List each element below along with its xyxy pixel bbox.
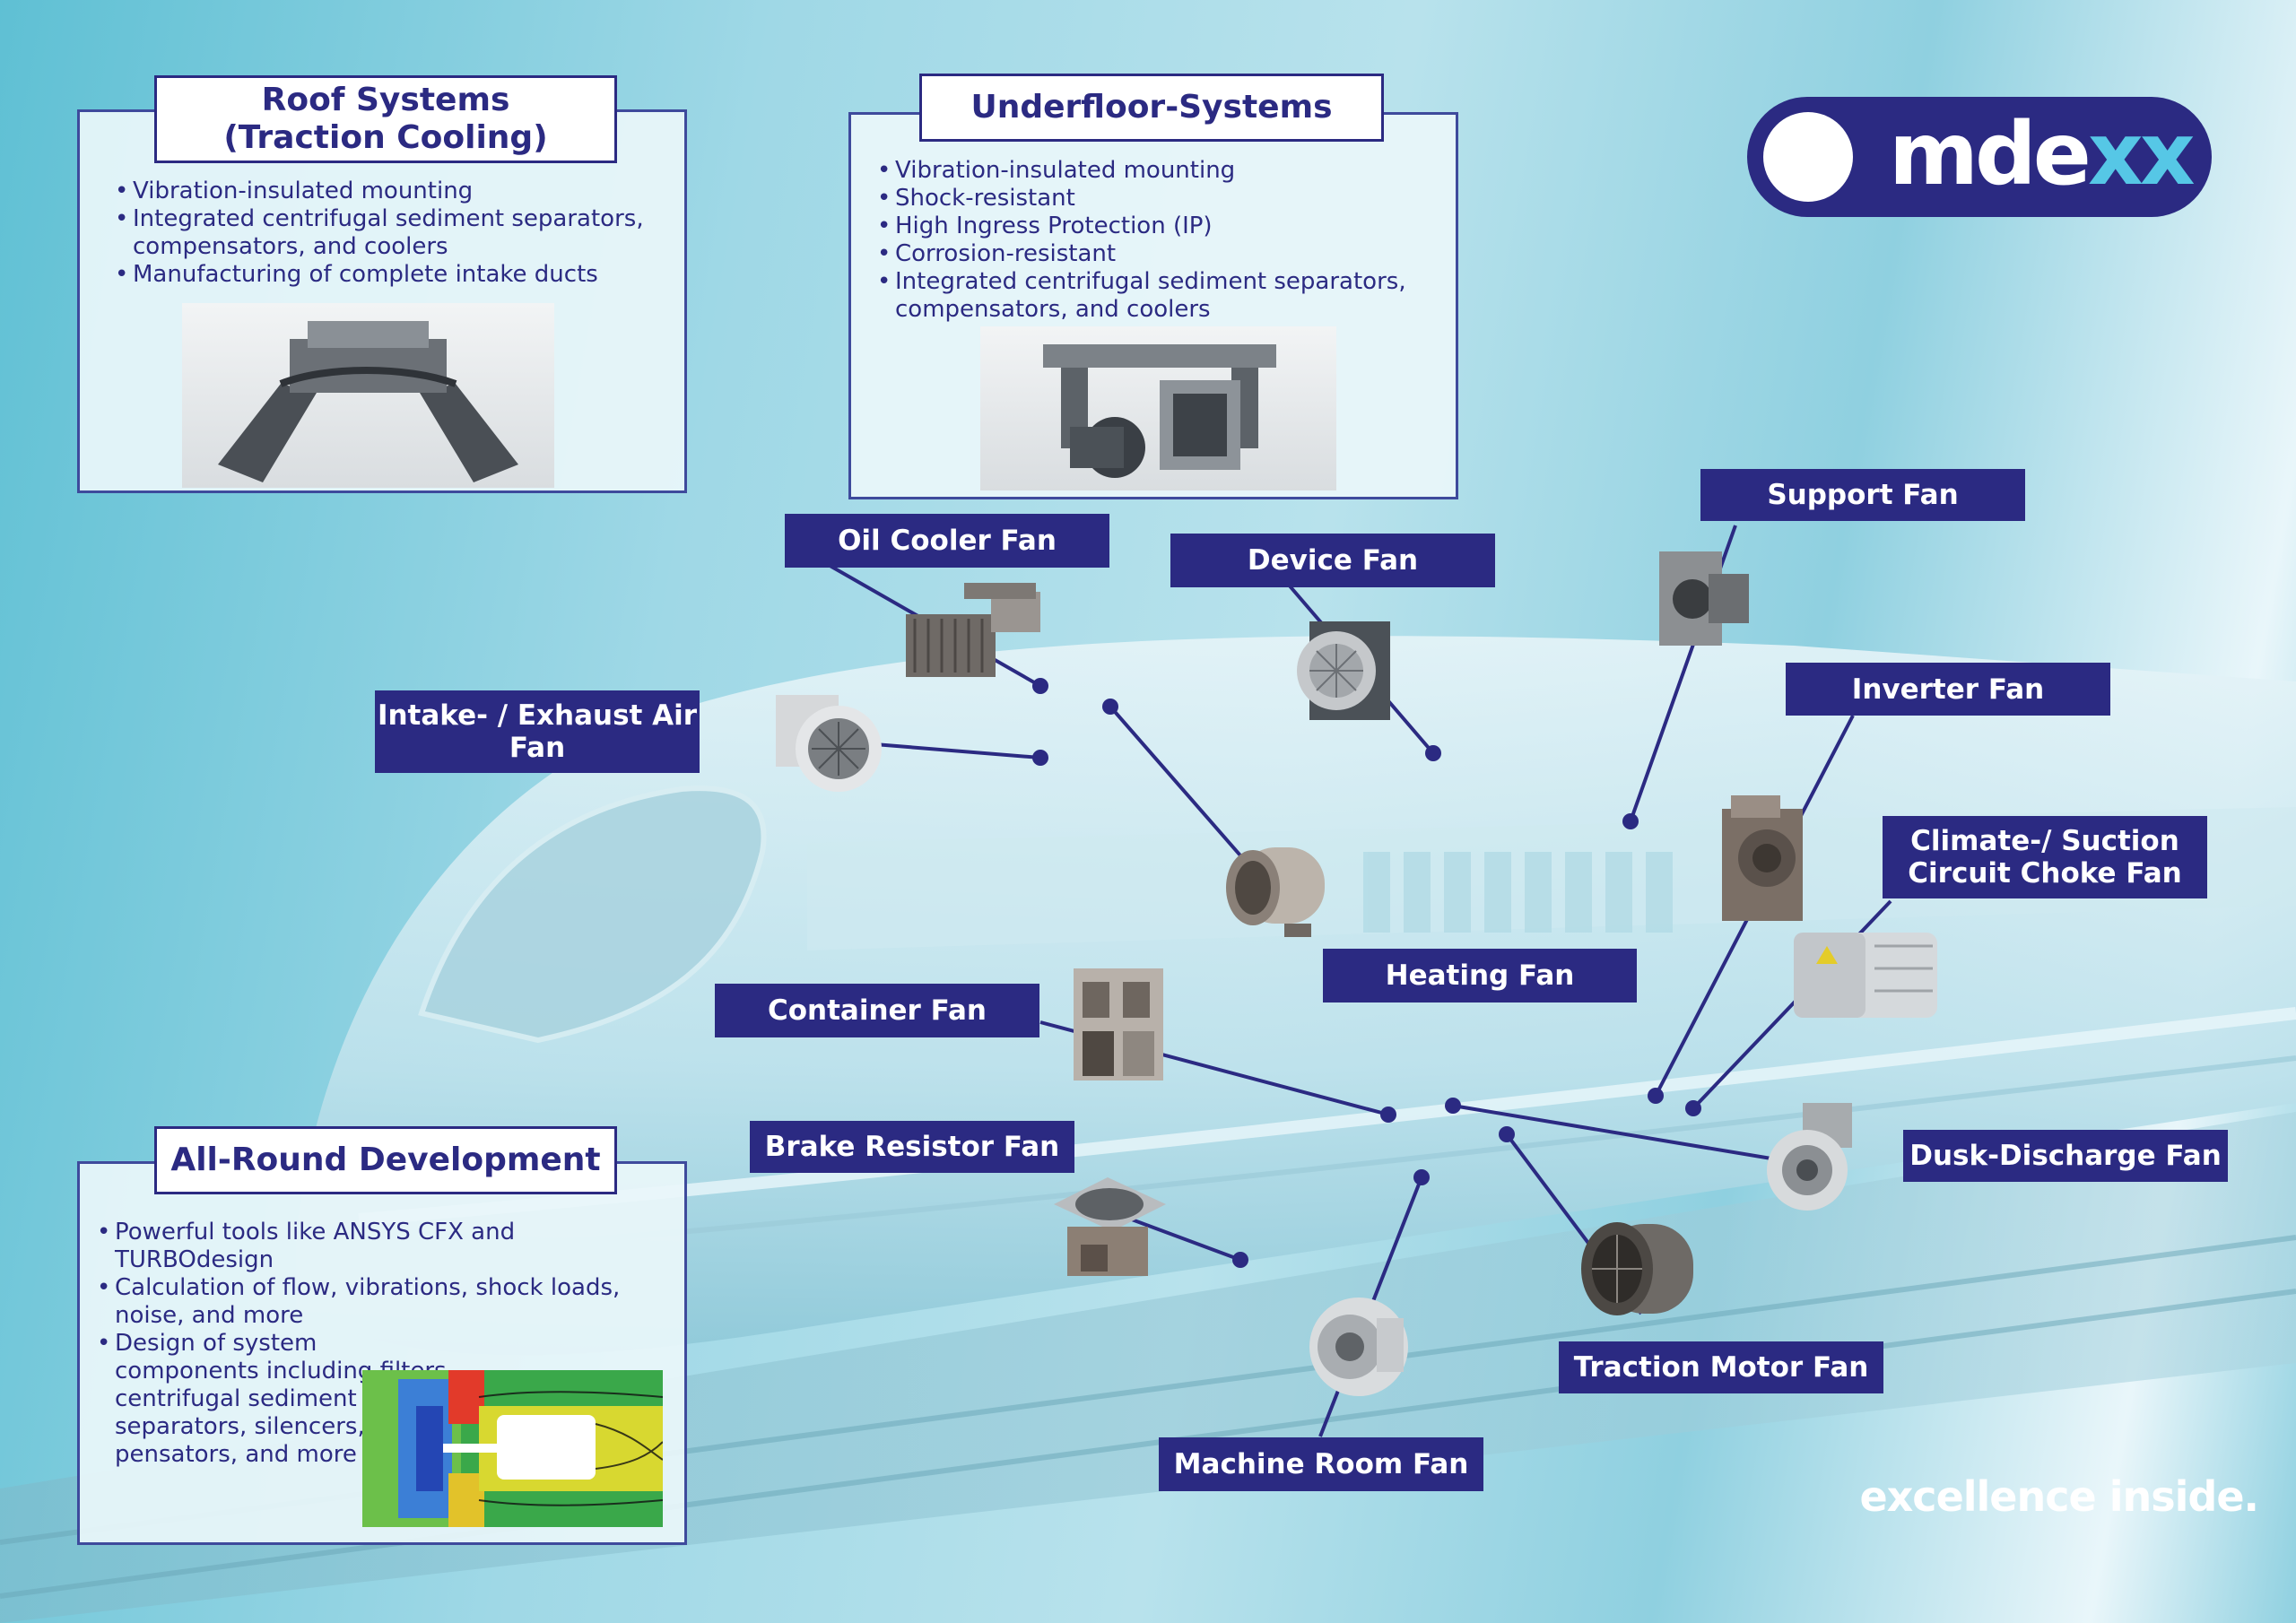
connector-dot xyxy=(1685,1100,1701,1116)
list-item: Corrosion-resistant xyxy=(877,240,1433,268)
connector-dot xyxy=(1445,1098,1461,1114)
logo-wordmark-accent: xx xyxy=(2087,104,2196,204)
connector-dot xyxy=(1102,699,1118,715)
underfloor-systems-title: Underfloor-Systems xyxy=(919,74,1384,142)
label-container-fan: Container Fan xyxy=(715,984,1039,1037)
label-support-fan: Support Fan xyxy=(1700,469,2025,521)
list-item: High Ingress Protection (IP) xyxy=(877,213,1433,240)
list-item: Integrated centrifugal sediment separato… xyxy=(877,268,1433,324)
roof-systems-title: Roof Systems (Traction Cooling) xyxy=(154,75,617,163)
label-intake-exhaust-air-fan: Intake- / Exhaust Air Fan xyxy=(375,690,700,773)
connector-dot xyxy=(1032,678,1048,694)
machine-room-fan-image xyxy=(1309,1298,1408,1396)
logo-wordmark-primary: mde xyxy=(1889,104,2092,204)
label-device-fan: Device Fan xyxy=(1170,534,1495,587)
dusk-discharge-fan-image xyxy=(1767,1103,1852,1211)
container-fan-image xyxy=(1074,968,1163,1081)
label-heating-fan: Heating Fan xyxy=(1323,949,1637,1002)
connector-dot xyxy=(1413,1169,1430,1185)
roof-system-product-image xyxy=(182,303,554,488)
connector-dot xyxy=(1425,745,1441,761)
connector-dot xyxy=(1032,750,1048,766)
list-item: Manufacturing of complete intake ducts xyxy=(115,261,653,289)
inverter-fan-image xyxy=(1722,795,1803,921)
list-item: Shock-resistant xyxy=(877,185,1433,213)
brake-resistor-fan-image xyxy=(1054,1177,1166,1276)
intake-exhaust-air-fan-image xyxy=(776,695,882,792)
logo-circle-mark xyxy=(1763,112,1853,202)
climate-suction-circuit-choke-fan-image xyxy=(1794,933,1937,1018)
label-brake-resistor-fan: Brake Resistor Fan xyxy=(750,1121,1074,1173)
connector-dot xyxy=(1499,1126,1515,1142)
all-round-development-title: All-Round Development xyxy=(154,1126,617,1194)
label-inverter-fan: Inverter Fan xyxy=(1786,663,2110,716)
oil-cooler-fan-image xyxy=(906,583,1040,677)
mdexx-logo: mdexx xyxy=(1747,97,2212,217)
logo-wordmark: mdexx xyxy=(1889,109,2196,199)
connector-dot xyxy=(1380,1107,1396,1123)
list-item: Calculation of flow, vibrations, shock l… xyxy=(97,1274,680,1330)
list-item: Vibration-insulated mounting xyxy=(115,178,653,205)
roof-systems-bullets: Vibration-insulated mounting Integrated … xyxy=(115,178,653,289)
tagline: excellence inside. xyxy=(1859,1472,2259,1521)
support-fan-image xyxy=(1659,551,1749,646)
label-machine-room-fan: Machine Room Fan xyxy=(1159,1437,1483,1491)
list-item: Powerful tools like ANSYS CFX and TURBOd… xyxy=(97,1219,680,1274)
list-item: Design of system components including fi… xyxy=(97,1330,680,1469)
device-fan-image xyxy=(1297,621,1390,720)
heating-fan-image xyxy=(1226,847,1325,937)
label-dusk-discharge-fan: Dusk-Discharge Fan xyxy=(1903,1130,2228,1182)
label-traction-motor-fan: Traction Motor Fan xyxy=(1559,1341,1883,1393)
label-climate-suction-circuit-choke-fan: Climate-/ Suction Circuit Choke Fan xyxy=(1883,816,2207,898)
traction-motor-fan-image xyxy=(1581,1222,1693,1315)
cfd-simulation-image xyxy=(362,1370,663,1527)
underfloor-systems-bullets: Vibration-insulated mounting Shock-resis… xyxy=(877,157,1433,324)
underfloor-system-product-image xyxy=(980,326,1336,490)
all-round-development-bullets: Powerful tools like ANSYS CFX and TURBOd… xyxy=(97,1219,680,1469)
label-oil-cooler-fan: Oil Cooler Fan xyxy=(785,514,1109,568)
connector-dot xyxy=(1232,1252,1248,1268)
connector-dot xyxy=(1648,1088,1664,1104)
list-item: Integrated centrifugal sediment separato… xyxy=(115,205,653,261)
list-item: Vibration-insulated mounting xyxy=(877,157,1433,185)
connector-dot xyxy=(1622,813,1639,829)
